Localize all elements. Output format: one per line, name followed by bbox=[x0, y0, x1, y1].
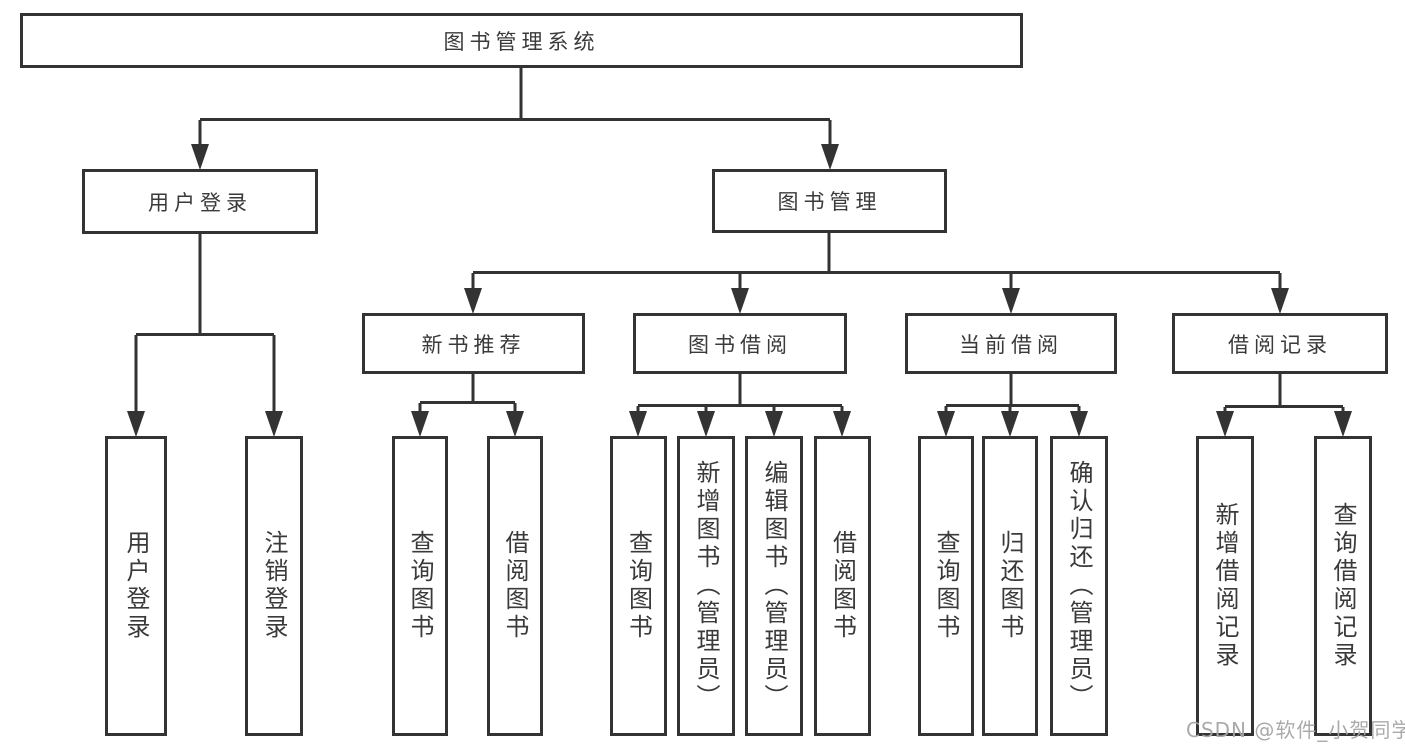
arrowhead-icons bbox=[127, 144, 1352, 437]
leaf-add-book-admin: 新增图书（管理员） bbox=[677, 436, 735, 736]
node-book-management: 图书管理 bbox=[712, 169, 947, 233]
node-book-borrowing: 图书借阅 bbox=[633, 313, 847, 374]
leaf-query-books-borrowing: 查询图书 bbox=[610, 436, 667, 736]
leaf-logout: 注销登录 bbox=[245, 436, 303, 736]
leaf-query-borrow-record: 查询借阅记录 bbox=[1314, 436, 1372, 736]
leaf-return-books: 归还图书 bbox=[982, 436, 1038, 736]
leaf-user-login: 用户登录 bbox=[105, 436, 167, 736]
leaf-query-books-current: 查询图书 bbox=[918, 436, 974, 736]
leaf-edit-book-admin: 编辑图书（管理员） bbox=[745, 436, 803, 736]
node-new-book-recommend: 新书推荐 bbox=[362, 313, 585, 374]
leaf-query-books-recommend: 查询图书 bbox=[392, 436, 448, 736]
leaf-add-borrow-record: 新增借阅记录 bbox=[1196, 436, 1254, 736]
leaf-borrow-books-borrowing: 借阅图书 bbox=[814, 436, 871, 736]
node-user-login: 用户登录 bbox=[82, 169, 318, 234]
node-root: 图书管理系统 bbox=[20, 13, 1023, 68]
leaf-borrow-books-recommend: 借阅图书 bbox=[487, 436, 543, 736]
leaf-confirm-return-admin: 确认归还（管理员） bbox=[1050, 436, 1108, 736]
node-borrow-records: 借阅记录 bbox=[1172, 313, 1388, 374]
csdn-watermark: CSDN @软件_小贺同学 bbox=[1186, 718, 1405, 742]
node-current-borrowing: 当前借阅 bbox=[905, 313, 1117, 374]
